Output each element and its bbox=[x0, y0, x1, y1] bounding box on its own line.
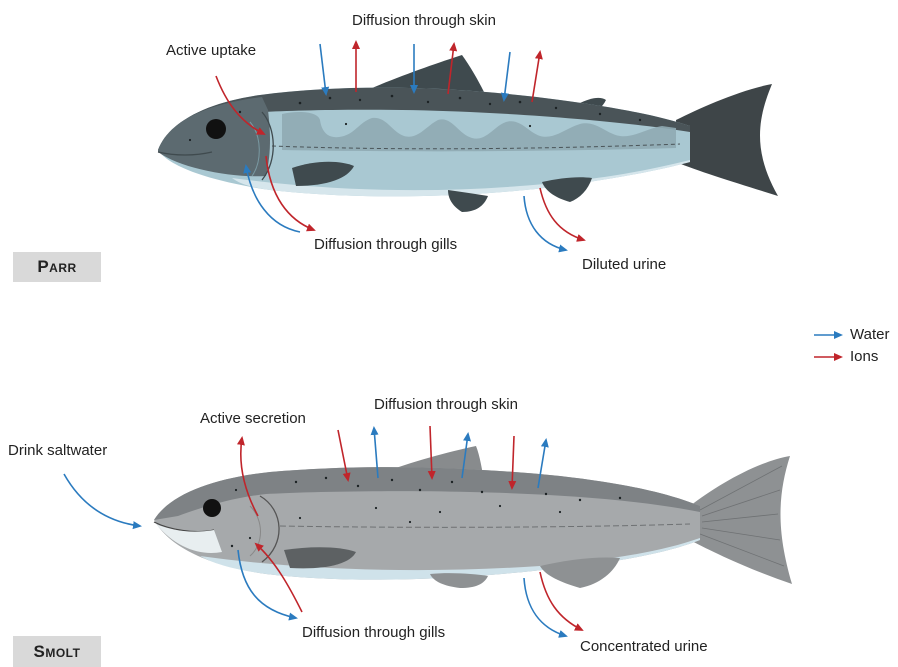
smolt-fish bbox=[154, 446, 792, 588]
smolt-tail-fin bbox=[690, 456, 792, 584]
parr-stage-label: Parr bbox=[37, 257, 76, 277]
smolt-pelvic-fin bbox=[430, 573, 488, 588]
parr-urine-label: Diluted urine bbox=[582, 256, 666, 273]
parr-skin-water-arrow-1 bbox=[320, 44, 326, 94]
smolt-drink-label: Drink saltwater bbox=[8, 442, 107, 459]
legend-water-label: Water bbox=[850, 326, 889, 343]
smolt-stage-label: Smolt bbox=[34, 642, 81, 662]
parr-gills-label: Diffusion through gills bbox=[314, 236, 457, 253]
smolt-gills-label: Diffusion through gills bbox=[302, 624, 445, 641]
parr-anal-fin bbox=[542, 177, 592, 202]
parr-stage-badge: Parr bbox=[13, 252, 101, 282]
smolt-urine-label: Concentrated urine bbox=[580, 638, 708, 655]
smolt-urine-water-arrow bbox=[524, 578, 566, 636]
parr-eye bbox=[206, 119, 226, 139]
parr-skin-label: Diffusion through skin bbox=[352, 12, 496, 29]
parr-skin-water-arrow-3 bbox=[504, 52, 510, 100]
legend-ions: Ions bbox=[814, 348, 878, 365]
water-arrow-icon bbox=[814, 330, 844, 340]
smolt-drink-arrow bbox=[64, 474, 140, 526]
smolt-active-label: Active secretion bbox=[200, 410, 306, 427]
legend-ions-label: Ions bbox=[850, 348, 878, 365]
smolt-stage-badge: Smolt bbox=[13, 636, 101, 667]
parr-fish bbox=[158, 55, 778, 212]
parr-skin-ion-arrow-3 bbox=[532, 52, 540, 102]
parr-active-label: Active uptake bbox=[166, 42, 256, 59]
smolt-skin-label: Diffusion through skin bbox=[374, 396, 518, 413]
legend-water: Water bbox=[814, 326, 889, 343]
smolt-eye bbox=[203, 499, 221, 517]
ion-arrow-icon bbox=[814, 352, 844, 362]
parr-tail-fin bbox=[676, 84, 778, 196]
parr-dorsal-fin bbox=[372, 55, 484, 92]
